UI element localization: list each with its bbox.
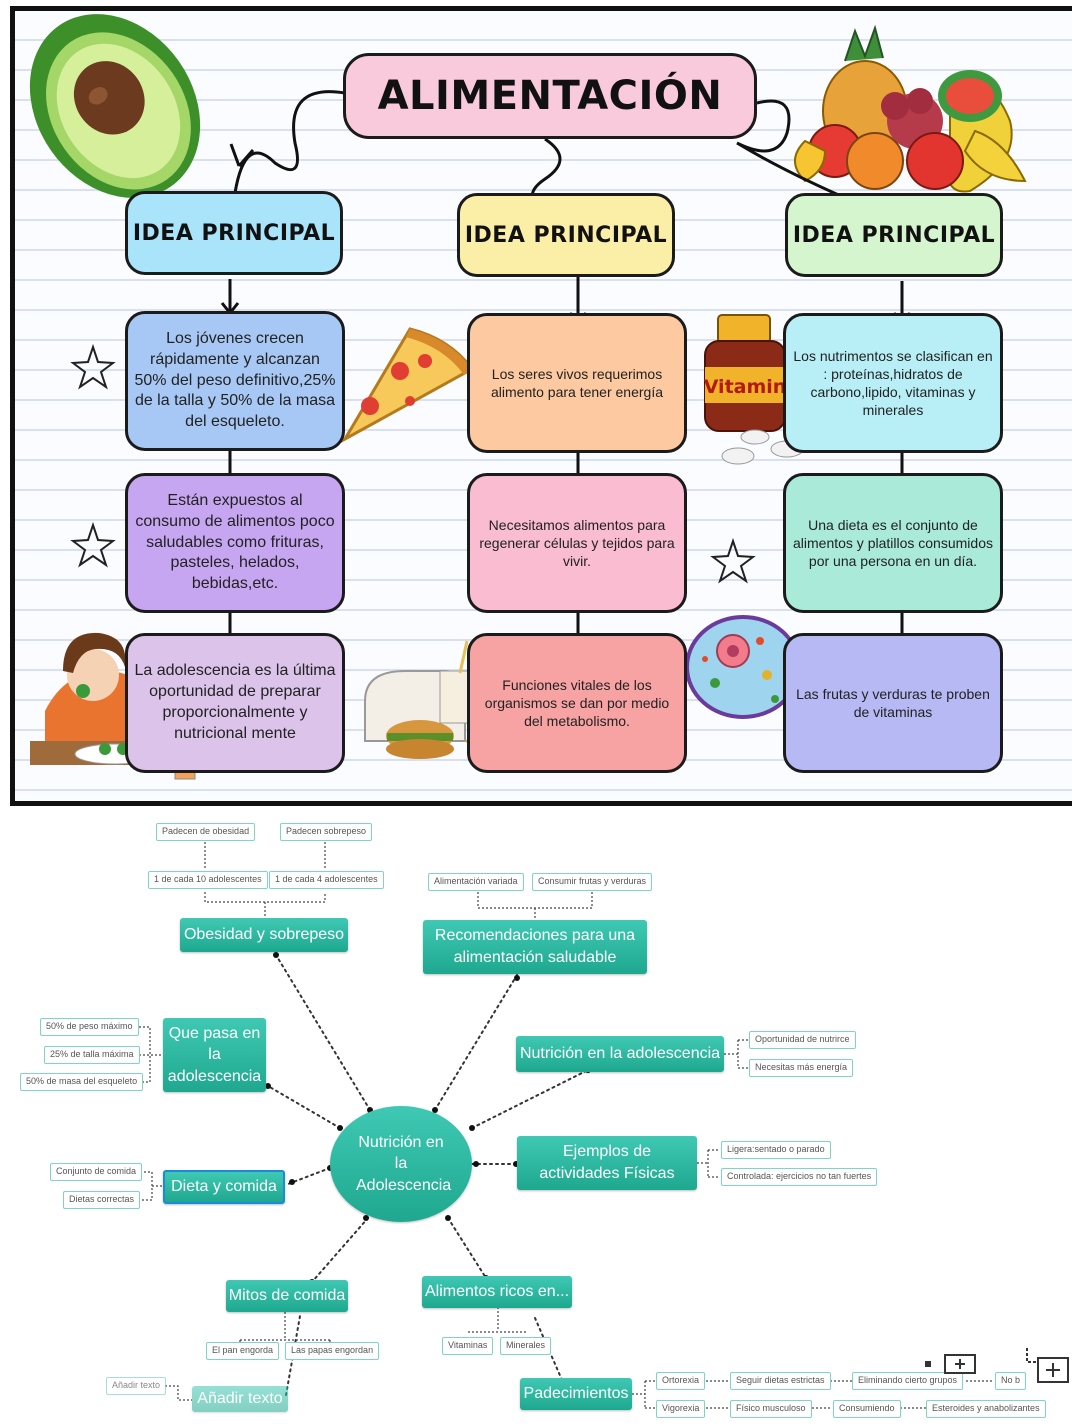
leaf-esteroides[interactable]: Esteroides y anabolizantes — [926, 1400, 1046, 1418]
idea-heading-3: IDEA PRINCIPAL — [785, 193, 1003, 277]
column-3-box-1: Los nutrimentos se clasifican en : prote… — [783, 313, 1003, 453]
leaf-anadir-texto[interactable]: Añadir texto — [106, 1377, 167, 1395]
infographic-panel: Vitamin — [10, 6, 1072, 806]
leaf-vitaminas[interactable]: Vitaminas — [442, 1337, 494, 1355]
leaf-1-de-10[interactable]: 1 de cada 10 adolescentes — [148, 871, 268, 889]
topic-padecimientos[interactable]: Padecimientos — [520, 1378, 632, 1410]
cell-illustration — [685, 615, 801, 719]
leaf-vigorexia[interactable]: Vigorexia — [656, 1400, 706, 1418]
leaf-fisico-musculoso[interactable]: Físico musculoso — [730, 1400, 812, 1418]
leaf-50-peso[interactable]: 50% de peso máximo — [40, 1018, 139, 1036]
topic-obesidad[interactable]: Obesidad y sobrepeso — [180, 918, 348, 952]
column-1-box-1: Los jóvenes crecen rápidamente y alcanza… — [125, 311, 345, 451]
leaf-25-talla[interactable]: 25% de talla máxima — [44, 1046, 140, 1064]
topic-recomendaciones[interactable]: Recomendaciones para una alimentación sa… — [423, 920, 647, 974]
leaf-ortorexia[interactable]: Ortorexia — [656, 1372, 706, 1390]
column-1-box-2: Están expuestos al consumo de alimentos … — [125, 473, 345, 613]
topic-anadir-texto[interactable]: Añadir texto — [192, 1386, 288, 1412]
column-1-box-3: La adolescencia es la última oportunidad… — [125, 633, 345, 773]
leaf-seguir-dietas[interactable]: Seguir dietas estrictas — [730, 1372, 831, 1390]
column-2-box-3: Funciones vitales de los organismos se d… — [467, 633, 687, 773]
mindmap-central-node[interactable]: Nutrición en la Adolescencia — [330, 1106, 472, 1222]
main-title: ALIMENTACIÓN — [343, 53, 757, 139]
leaf-consumiendo[interactable]: Consumiendo — [833, 1400, 901, 1418]
leaf-minerales[interactable]: Minerales — [500, 1337, 552, 1355]
pizza-illustration — [340, 327, 475, 443]
idea-heading-2: IDEA PRINCIPAL — [457, 193, 675, 277]
topic-mitos[interactable]: Mitos de comida — [226, 1280, 348, 1312]
leaf-no-b[interactable]: No b — [995, 1372, 1027, 1390]
star-doodles — [70, 343, 756, 584]
topic-alimentos[interactable]: Alimentos ricos en... — [422, 1276, 572, 1308]
topic-que-pasa[interactable]: Que pasa en la adolescencia — [163, 1018, 266, 1092]
leaf-alimentacion-variada[interactable]: Alimentación variada — [428, 873, 524, 891]
leaf-ligera[interactable]: Ligera:sentado o parado — [721, 1141, 831, 1159]
leaf-conjunto-comida[interactable]: Conjunto de comida — [50, 1163, 143, 1181]
leaf-controlada[interactable]: Controlada: ejercicios no tan fuertes — [721, 1168, 878, 1186]
leaf-necesitas-energia[interactable]: Necesitas más energía — [749, 1059, 854, 1077]
leaf-pan-engorda[interactable]: El pan engorda — [206, 1342, 280, 1360]
central-node-label: Nutrición en la Adolescencia — [356, 1133, 452, 1194]
leaf-padecen-obesidad[interactable]: Padecen de obesidad — [156, 823, 256, 841]
mindmap-connectors — [139, 842, 992, 1409]
add-subtopic-icon[interactable] — [925, 1352, 977, 1376]
vitamin-label: Vitamin — [704, 376, 787, 398]
fruits-illustration — [794, 24, 1027, 193]
topic-nutricion[interactable]: Nutrición en la adolescencia — [516, 1036, 724, 1072]
leaf-padecen-sobrepeso[interactable]: Padecen sobrepeso — [280, 823, 373, 841]
idea-heading-1: IDEA PRINCIPAL — [125, 191, 343, 275]
column-3-box-3: Las frutas y verduras te proben de vitam… — [783, 633, 1003, 773]
leaf-oportunidad-nutrirce[interactable]: Oportunidad de nutrirce — [749, 1031, 856, 1049]
column-2-box-1: Los seres vivos requerimos alimento para… — [467, 313, 687, 453]
avocado-illustration — [29, 14, 201, 198]
leaf-1-de-4[interactable]: 1 de cada 4 adolescentes — [269, 871, 384, 889]
leaf-50-masa[interactable]: 50% de masa del esqueleto — [20, 1073, 144, 1091]
column-2-box-2: Necesitamos alimentos para regenerar cél… — [467, 473, 687, 613]
column-3-box-2: Una dieta es el conjunto de alimentos y … — [783, 473, 1003, 613]
leaf-eliminando-grupos[interactable]: Eliminando cierto grupos — [852, 1372, 964, 1390]
vitamin-jar-illustration: Vitamin — [704, 314, 804, 465]
topic-dieta[interactable]: Dieta y comida — [163, 1170, 285, 1204]
leaf-dietas-correctas[interactable]: Dietas correctas — [63, 1191, 141, 1209]
add-child-topic-icon[interactable] — [1024, 1346, 1070, 1386]
leaf-consumir-frutas[interactable]: Consumir frutas y verduras — [532, 873, 653, 891]
leaf-papas-engordan[interactable]: Las papas engordan — [285, 1342, 380, 1360]
topic-ejemplos[interactable]: Ejemplos de actividades Físicas — [517, 1136, 697, 1190]
